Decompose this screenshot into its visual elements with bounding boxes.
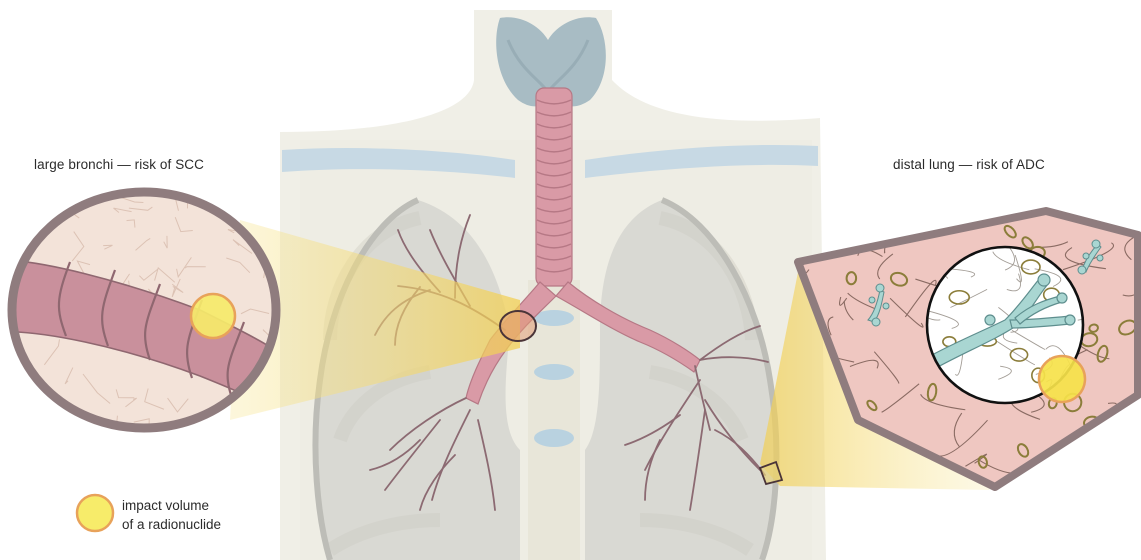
lung-fiber xyxy=(1084,452,1100,477)
legend-radionuclide-icon xyxy=(77,495,113,531)
legend-line-1: impact volume xyxy=(122,496,221,515)
tissue-crack xyxy=(28,397,34,405)
tissue-crack xyxy=(12,374,20,386)
large-bronchi-label: large bronchi — risk of SCC xyxy=(34,157,204,172)
bronchus-impact-marker xyxy=(500,311,536,341)
radionuclide-impact-left xyxy=(191,294,235,338)
tissue-crack xyxy=(246,190,253,215)
lung-fiber xyxy=(1107,425,1138,434)
tissue-crack xyxy=(5,372,12,394)
tissue-crack xyxy=(20,412,31,427)
tissue-crack xyxy=(32,195,44,208)
distal-lung-label: distal lung — risk of ADC xyxy=(893,157,1045,172)
tissue-crack xyxy=(6,199,33,207)
lung-fiber xyxy=(1124,446,1141,460)
tissue-crack xyxy=(223,410,229,439)
trachea xyxy=(536,88,572,286)
tissue-crack xyxy=(245,418,254,436)
alveolar-cell xyxy=(830,223,849,242)
tissue-crack xyxy=(29,219,33,229)
legend: impact volume of a radionuclide xyxy=(122,496,221,534)
tissue-crack xyxy=(42,406,61,411)
lung-fiber xyxy=(845,179,862,217)
alveolar-cell xyxy=(853,220,871,238)
radionuclide-impact-right xyxy=(1039,356,1085,402)
legend-line-2: of a radionuclide xyxy=(122,515,221,534)
